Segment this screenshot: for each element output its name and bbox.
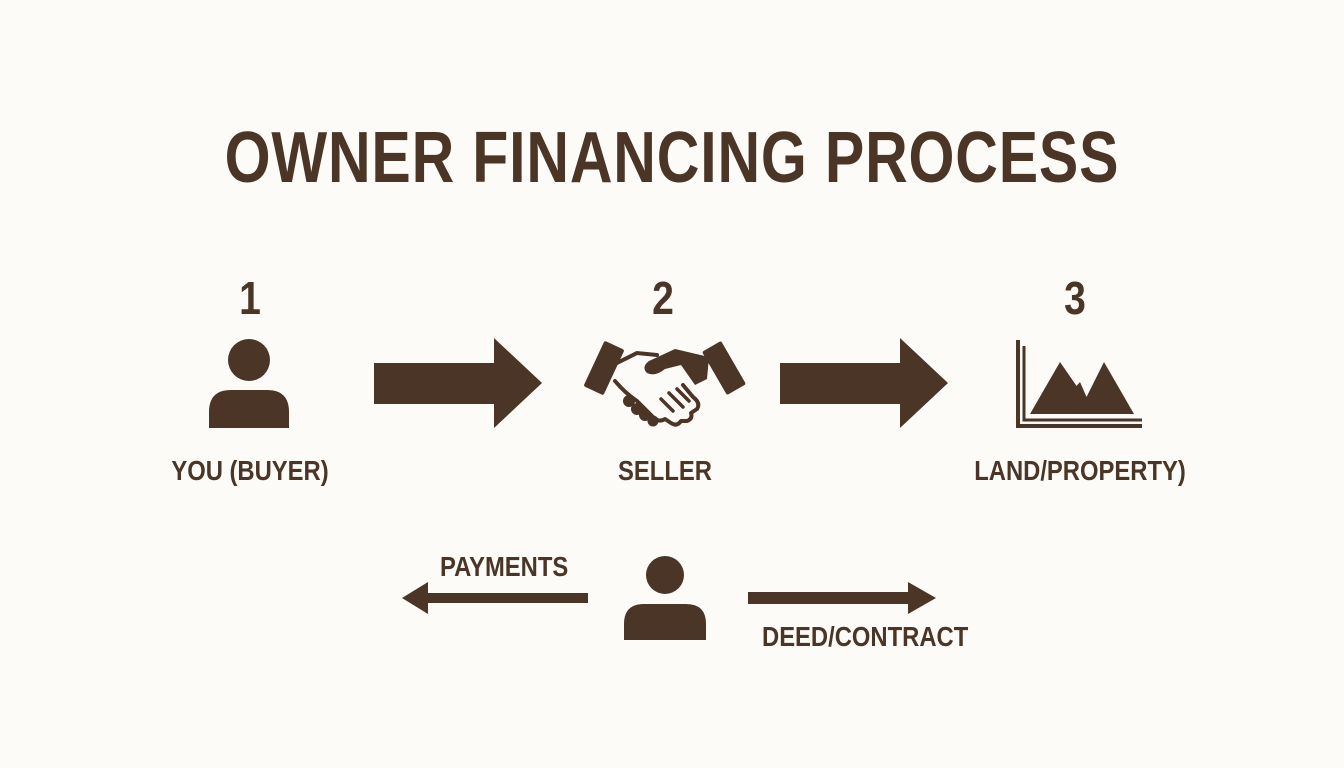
right-arrow-icon <box>748 582 936 614</box>
person-icon <box>209 339 289 428</box>
deed-contract-label: DEED/CONTRACT <box>762 621 969 652</box>
handshake-icon <box>584 341 746 427</box>
step-3-label: LAND/PROPERTY) <box>974 455 1186 486</box>
step-1-label: YOU (BUYER) <box>171 455 329 486</box>
step-2-number: 2 <box>652 272 674 324</box>
diagram-title: OWNER FINANCING PROCESS <box>224 118 1120 198</box>
person-icon <box>624 556 706 640</box>
step-2-label: SELLER <box>618 455 712 486</box>
step-3-number: 3 <box>1064 272 1086 324</box>
right-arrow-icon <box>374 338 542 428</box>
right-arrow-icon <box>780 338 948 428</box>
step-1-number: 1 <box>239 272 261 324</box>
payments-label: PAYMENTS <box>440 551 569 582</box>
land-icon <box>1016 340 1142 428</box>
left-arrow-icon <box>402 582 588 614</box>
